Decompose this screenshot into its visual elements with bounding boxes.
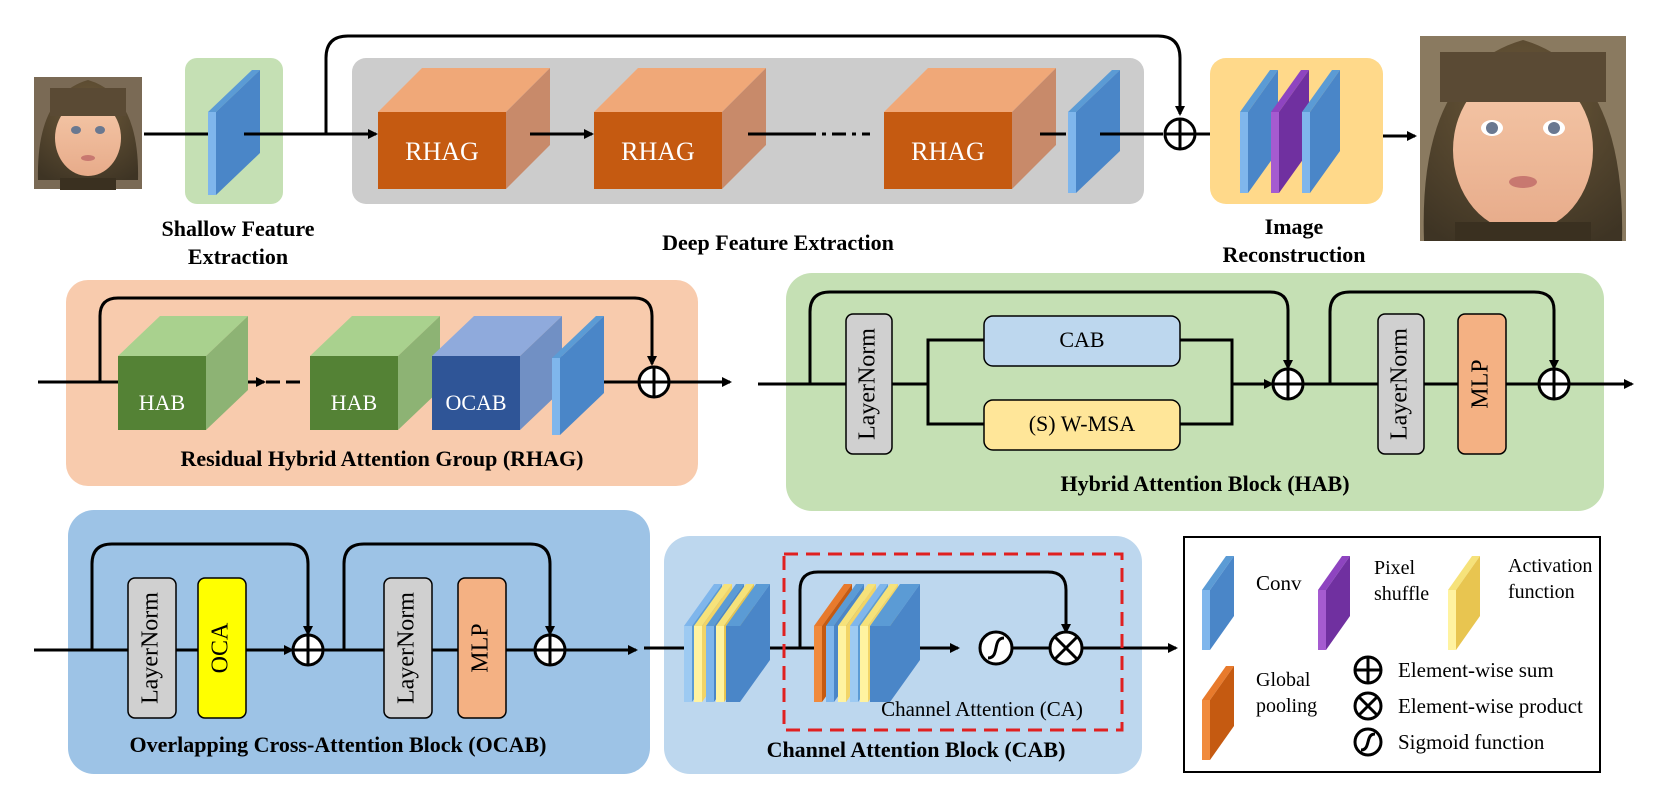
hab-flow-lines xyxy=(758,290,1634,426)
hab-label: HAB xyxy=(139,390,185,415)
hab-cab-label: CAB xyxy=(1059,327,1104,352)
hab-mlp-label: MLP xyxy=(1468,359,1494,408)
rhag-block: RHAG xyxy=(594,68,766,189)
hab-wmsa-label: (S) W-MSA xyxy=(1029,411,1136,436)
ocab-layernorm xyxy=(127,577,177,719)
legend-sum: Element-wise sum xyxy=(1398,658,1554,682)
hab-label: HAB xyxy=(331,390,377,415)
ca-label: Channel Attention (CA) xyxy=(881,697,1083,721)
recon-pixel-shuffle xyxy=(1271,70,1309,193)
ocab-oca-label: OCA xyxy=(208,622,234,673)
rhag-label: RHAG xyxy=(621,137,695,166)
legend-sigmoid: Sigmoid function xyxy=(1398,730,1545,754)
sum-symbol xyxy=(1271,367,1305,401)
sum-symbol xyxy=(533,633,567,667)
shallow-conv xyxy=(208,70,260,195)
hab-title: Hybrid Attention Block (HAB) xyxy=(1060,471,1349,496)
legend-sum-icon xyxy=(1353,655,1383,685)
legend-conv: Conv xyxy=(1256,571,1302,595)
legend-pool-1: Global xyxy=(1256,669,1311,691)
hab-layernorm-label: LayerNorm xyxy=(855,328,881,440)
ocab-layernorm-2-label: LayerNorm xyxy=(394,592,420,704)
shallow-label-1: Shallow Feature xyxy=(162,216,315,241)
hab-layernorm-2-label: LayerNorm xyxy=(1387,328,1413,440)
recon-conv xyxy=(1240,70,1278,193)
cab-title: Channel Attention Block (CAB) xyxy=(767,737,1066,762)
sum-symbol xyxy=(637,365,671,399)
hab-layernorm xyxy=(845,313,893,455)
legend-act-2: function xyxy=(1508,581,1575,603)
legend-sigmoid-icon xyxy=(1353,727,1383,757)
recon-label-2: Reconstruction xyxy=(1223,242,1366,267)
cab-conv xyxy=(726,584,770,702)
product-symbol xyxy=(1048,630,1084,666)
input-image xyxy=(34,77,142,190)
ocab-block: OCAB xyxy=(432,316,562,430)
deep-conv xyxy=(1068,70,1120,193)
legend-pixel-2: shuffle xyxy=(1374,583,1429,605)
ocab-label: OCAB xyxy=(445,390,506,415)
hab-block: HAB xyxy=(118,316,248,430)
rhag-label: RHAG xyxy=(405,137,479,166)
legend-pool-2: pooling xyxy=(1256,695,1317,717)
rhag-block: RHAG xyxy=(378,68,550,189)
hab-block: HAB xyxy=(310,316,440,430)
sum-symbol xyxy=(1537,367,1571,401)
sum-symbol xyxy=(1163,117,1197,151)
legend-conv-swatch xyxy=(1202,556,1234,650)
ocab-mlp-box xyxy=(457,577,507,719)
ocab-flow-lines xyxy=(34,542,638,655)
legend-pixel-1: Pixel xyxy=(1374,557,1416,579)
legend-pooling-swatch xyxy=(1202,666,1234,760)
ocab-layernorm-label: LayerNorm xyxy=(138,592,164,704)
sum-symbol xyxy=(291,633,325,667)
recon-label-1: Image xyxy=(1265,214,1324,239)
legend-pixel-swatch xyxy=(1318,556,1350,650)
ocab-oca-box xyxy=(197,577,247,719)
sigmoid-symbol xyxy=(978,630,1014,666)
rhag-title: Residual Hybrid Attention Group (RHAG) xyxy=(181,446,584,471)
ocab-mlp-label: MLP xyxy=(468,623,494,672)
ocab-layernorm-2 xyxy=(383,577,433,719)
hab-mlp-box xyxy=(1457,313,1507,455)
hab-layernorm-2 xyxy=(1377,313,1425,455)
ca-conv xyxy=(870,584,920,702)
hab-wmsa-box xyxy=(983,399,1181,451)
legend-box xyxy=(1183,536,1601,773)
ca-dashed-box xyxy=(782,552,1124,732)
rhag-label: RHAG xyxy=(911,137,985,166)
legend-activation-swatch xyxy=(1448,556,1480,650)
recon-conv xyxy=(1302,70,1340,193)
hab-cab-box xyxy=(983,315,1181,367)
shallow-label-2: Extraction xyxy=(188,244,288,269)
legend-act-1: Activation xyxy=(1508,555,1592,577)
deep-label: Deep Feature Extraction xyxy=(662,230,894,255)
legend-product: Element-wise product xyxy=(1398,694,1583,718)
rhag-block: RHAG xyxy=(884,68,1056,189)
legend-product-icon xyxy=(1353,691,1383,721)
output-image xyxy=(1420,36,1626,241)
ocab-title: Overlapping Cross-Attention Block (OCAB) xyxy=(130,732,547,757)
rhag-conv xyxy=(552,316,604,435)
